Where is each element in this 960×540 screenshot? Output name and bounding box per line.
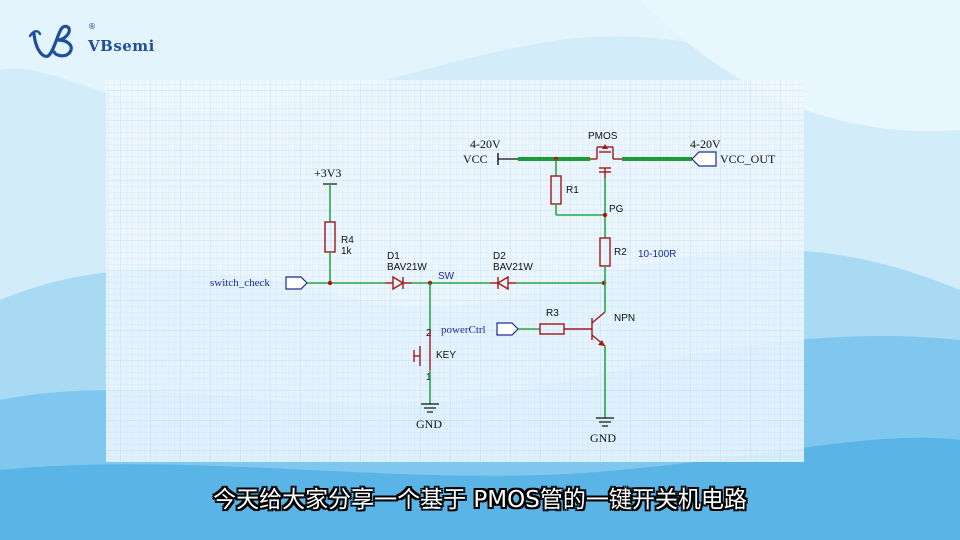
vcc-out-range: 4-20V	[690, 137, 721, 151]
vcc-out-label: VCC_OUT	[720, 152, 776, 166]
d1-part: BAV21W	[387, 262, 427, 273]
vcc-range: 4-20V	[470, 137, 501, 151]
vcc-out-port: 4-20V VCC_OUT	[622, 137, 776, 167]
ground-right: GND	[590, 417, 616, 445]
brand-logo: ® VBsemi	[28, 22, 155, 62]
pmos-transistor: PMOS	[588, 131, 622, 178]
vb-logo-icon	[28, 24, 73, 58]
r4-value: 1k	[341, 246, 353, 257]
r2-value: 10-100R	[638, 249, 676, 260]
d1-ref: D1	[387, 251, 400, 262]
ground-left: GND	[416, 403, 442, 431]
rail-3v3: +3V3	[314, 166, 341, 222]
key-ref: KEY	[436, 350, 456, 361]
sw-net-label: SW	[438, 271, 455, 282]
switch-check-port: switch_check	[210, 276, 385, 290]
power-ctrl-port: powerCtrl	[441, 322, 540, 336]
npn-transistor: NPN	[591, 311, 635, 418]
r2-ref: R2	[614, 247, 627, 258]
registered-mark: ®	[88, 22, 96, 31]
resistor-r2: R2 10-100R	[599, 237, 676, 312]
resistor-r3: R3	[539, 308, 592, 335]
key-switch: 2 KEY 1	[413, 328, 456, 404]
gnd-right-label: GND	[590, 431, 616, 445]
r3-ref: R3	[546, 308, 559, 319]
diode-d1: D1 BAV21W	[385, 251, 427, 291]
vcc-label: VCC	[463, 152, 488, 166]
sw-net: SW	[412, 271, 490, 330]
video-caption: 今天给大家分享一个基于 PMOS管的一键开关机电路	[213, 487, 747, 513]
switch-check-label: switch_check	[210, 277, 270, 289]
vcc-input: 4-20V VCC	[463, 137, 590, 166]
pmos-label: PMOS	[588, 131, 618, 142]
key-pin1: 1	[426, 372, 432, 383]
power-ctrl-label: powerCtrl	[441, 324, 486, 336]
npn-label: NPN	[614, 313, 635, 324]
r1-ref: R1	[566, 185, 579, 196]
pg-net-label: PG	[609, 204, 624, 215]
resistor-r1: R1	[550, 159, 605, 216]
r4-ref: R4	[341, 235, 354, 246]
brand-name: VBsemi	[88, 37, 155, 55]
gnd-left-label: GND	[416, 417, 442, 431]
key-pin2: 2	[426, 328, 432, 339]
d2-part: BAV21W	[493, 262, 533, 273]
d2-ref: D2	[493, 251, 506, 262]
rail-3v3-label: +3V3	[314, 166, 341, 180]
pg-net: PG	[602, 178, 624, 238]
resistor-r4: R4 1k	[324, 221, 354, 283]
schematic-diagram: +3V3 R4 1k switch_check D1 BAV21W SW 2	[106, 80, 804, 462]
